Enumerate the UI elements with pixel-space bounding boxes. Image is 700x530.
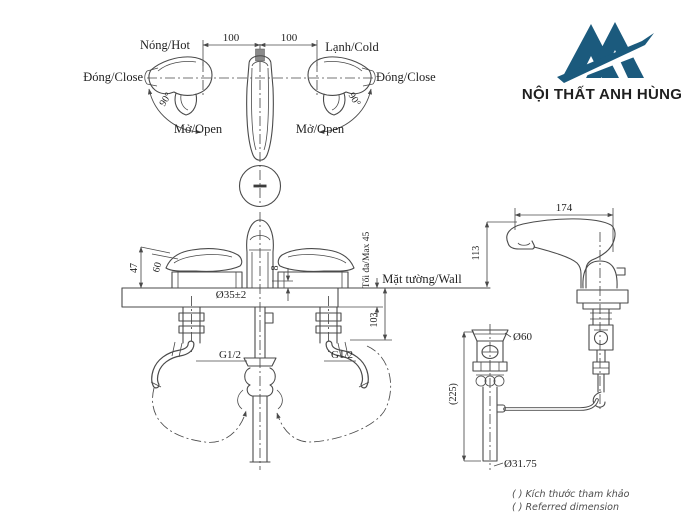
- dim-225: (225): [448, 383, 459, 405]
- brand-logo: NỘI THẤT ANH HÙNG: [522, 22, 682, 103]
- max-counter-label: Tối đa/Max 45: [361, 232, 372, 289]
- lift-rod: [503, 398, 599, 411]
- dim-103: 103: [369, 313, 380, 328]
- aerator-circle: [238, 164, 282, 208]
- dim-100-left: 100: [223, 32, 240, 44]
- dim-8: 8: [270, 266, 281, 271]
- drain-assembly: (225) Ø60 Ø31.75: [448, 324, 537, 470]
- close-label-left: Đóng/Close: [83, 70, 143, 84]
- dim-47: 47: [129, 263, 140, 273]
- dim-113: 113: [471, 246, 482, 261]
- wall-label: Mặt tường/Wall: [382, 272, 462, 286]
- open-label-left: Mở/Open: [174, 122, 223, 136]
- popup-rod-front: [237, 306, 283, 470]
- top-view: 100 100 90° 90° Nóng/Hot Lạnh/Cold Đóng/…: [83, 32, 436, 208]
- note-vietnamese: ( ) Kích thước tham khảo: [512, 489, 630, 500]
- brand-name: NỘI THẤT ANH HÙNG: [522, 85, 682, 103]
- rotation-arc-right: [318, 88, 373, 135]
- dim-174: 174: [556, 202, 573, 214]
- cold-handle-top-view: [307, 56, 376, 116]
- spout-front-view: [246, 212, 274, 322]
- hot-side-assembly: [151, 249, 242, 387]
- reference-notes: ( ) Kích thước tham khảo ( ) Referred di…: [512, 489, 630, 513]
- side-view: 174 113: [471, 202, 629, 412]
- dim-60: 60: [151, 261, 164, 274]
- open-label-right: Mở/Open: [296, 122, 345, 136]
- hose-path-right: [276, 345, 392, 443]
- hot-handle-top-view: [144, 56, 213, 116]
- cold-label: Lạnh/Cold: [325, 40, 379, 54]
- front-view: 47 60 Ø35±2 8 Tối đa/Max 45 Mặt tường/Wa…: [121, 212, 491, 470]
- hose-path-left: [152, 387, 247, 443]
- dim-hole-diameter: Ø35±2: [216, 289, 246, 301]
- spout-side-view: [506, 218, 629, 412]
- note-english: ( ) Referred dimension: [512, 502, 619, 513]
- hot-label: Nóng/Hot: [140, 38, 191, 52]
- logo-swoosh: [557, 33, 654, 83]
- close-label-right: Đóng/Close: [376, 70, 436, 84]
- dim-pipe-diameter: Ø31.75: [504, 458, 537, 470]
- dim-100-right: 100: [281, 32, 298, 44]
- cold-side-assembly: [278, 249, 369, 387]
- thread-label-right: G1/2: [331, 349, 353, 361]
- spout-top-view: [238, 48, 282, 208]
- dim-cap-diameter: Ø60: [513, 331, 532, 343]
- thread-label-left: G1/2: [219, 349, 241, 361]
- rotation-arc-left: [147, 88, 202, 135]
